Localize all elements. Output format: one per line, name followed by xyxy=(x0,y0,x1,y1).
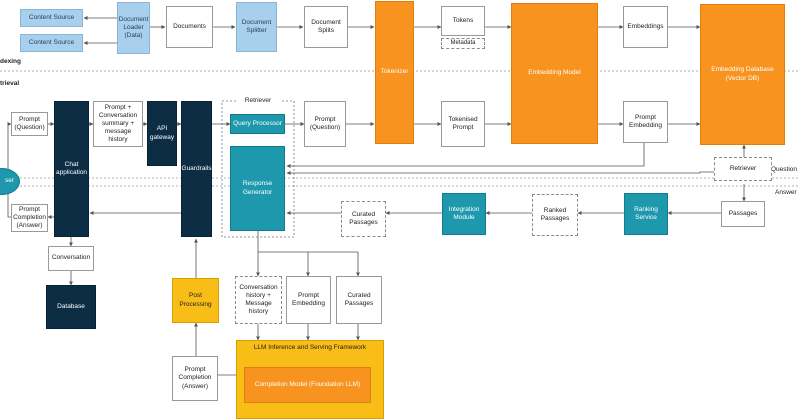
guardrails[interactable]: Guardrails xyxy=(181,101,212,237)
ranked-passages[interactable]: Ranked Passages xyxy=(532,194,578,236)
section-question: Question xyxy=(771,166,798,173)
embeddings[interactable]: Embeddings xyxy=(623,6,668,48)
conversation[interactable]: Conversation xyxy=(48,246,94,271)
retriever[interactable]: Retriever xyxy=(714,157,772,181)
content-source-1[interactable]: Content Source xyxy=(20,9,83,27)
ranking-service[interactable]: Ranking Service xyxy=(624,193,668,235)
curated-passages-mid[interactable]: Curated Passages xyxy=(341,201,386,237)
embedding-database[interactable]: Embedding Database (Vector DB) xyxy=(700,4,785,145)
edge-prompt-embedding-response xyxy=(286,143,645,168)
chat-application[interactable]: Chat application xyxy=(54,101,89,237)
section-indexing: dexing xyxy=(0,58,21,65)
database[interactable]: Database xyxy=(46,285,96,329)
retriever-group-label: Retriever xyxy=(236,95,280,107)
api-gateway[interactable]: API gateway xyxy=(147,101,177,166)
prompt-question-mid[interactable]: Prompt (Question) xyxy=(304,101,346,147)
curated-passages-bottom[interactable]: Curated Passages xyxy=(336,276,382,324)
integration-module[interactable]: Integration Module xyxy=(442,193,486,235)
conversation-message-history[interactable]: Conversation history + Message history xyxy=(235,276,282,324)
query-processor[interactable]: Query Processor xyxy=(230,114,285,134)
prompt-completion-bottom[interactable]: Prompt Completion (Answer) xyxy=(172,356,218,401)
document-loader[interactable]: Document Loader (Data) xyxy=(117,2,150,54)
document-splitter[interactable]: Document Splitter xyxy=(236,2,277,52)
prompt-embedding[interactable]: Prompt Embedding xyxy=(623,101,668,143)
prompt-conversation-summary[interactable]: Prompt + Conversation summary + message … xyxy=(93,101,143,147)
tokenizer[interactable]: Tokenizer xyxy=(375,1,414,144)
metadata[interactable]: Metadata xyxy=(441,38,485,49)
documents[interactable]: Documents xyxy=(166,6,213,48)
content-source-2[interactable]: Content Source xyxy=(20,34,83,52)
completion-model[interactable]: Completion Model (Foundation LLM) xyxy=(244,367,371,403)
edge-completion-user xyxy=(7,190,11,218)
prompt-question-left[interactable]: Prompt (Question) xyxy=(11,112,48,136)
section-retrieval: trieval xyxy=(0,80,20,87)
passages[interactable]: Passages xyxy=(721,201,765,227)
tokenised-prompt[interactable]: Tokenised Prompt xyxy=(441,101,485,147)
prompt-embedding-bottom[interactable]: Prompt Embedding xyxy=(286,276,331,324)
response-generator[interactable]: Response Generator xyxy=(230,146,285,231)
embedding-model[interactable]: Embedding Model xyxy=(511,3,598,144)
document-splits[interactable]: Document Splits xyxy=(304,6,348,48)
edge-retriever-response xyxy=(286,171,714,175)
tokens[interactable]: Tokens xyxy=(441,6,485,36)
prompt-completion-left[interactable]: Prompt Completion (Answer) xyxy=(11,204,48,232)
post-processing[interactable]: Post Processing xyxy=(172,278,219,323)
section-answer: Answer xyxy=(775,189,797,196)
